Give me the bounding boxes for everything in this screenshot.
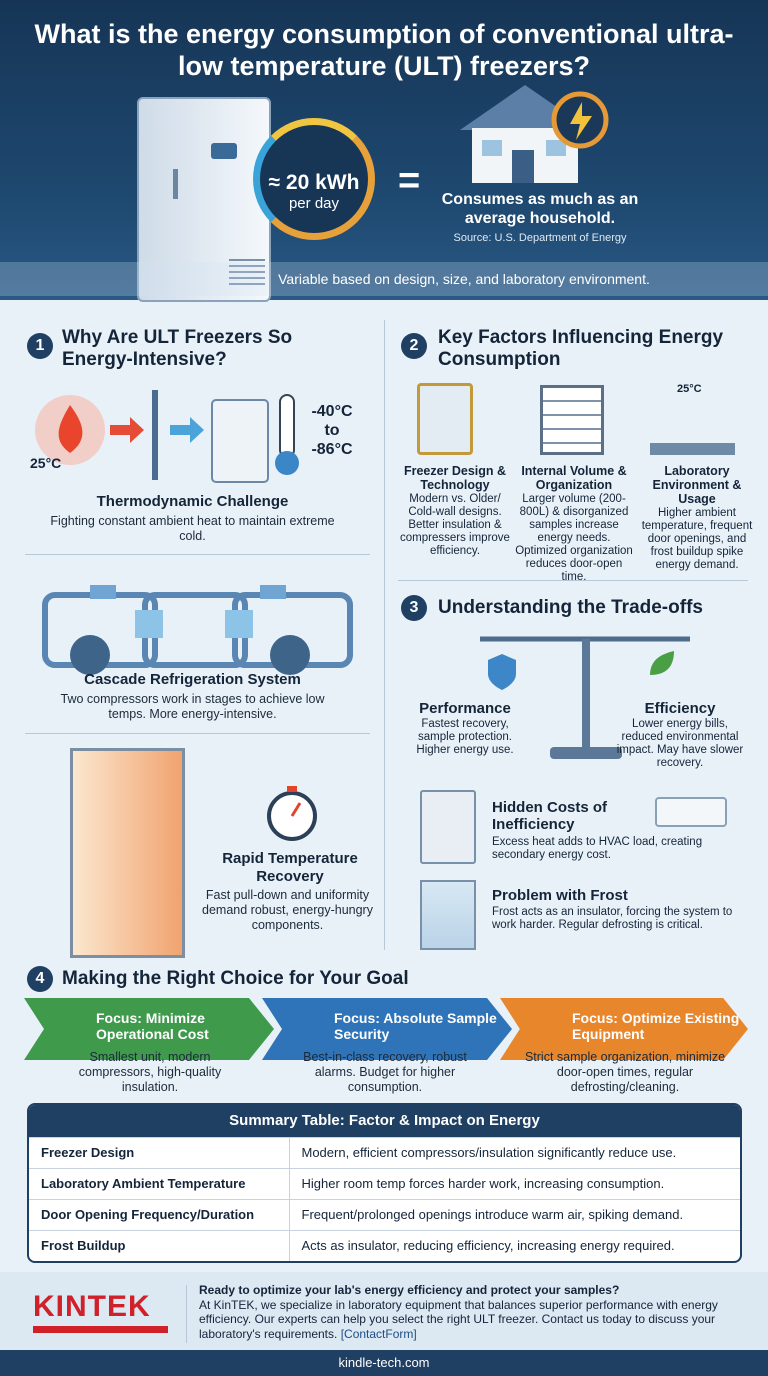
goal-text: Smallest unit, modern compressors, high-… [78,1050,222,1094]
section-number: 3 [401,595,427,621]
goal-text: Best-in-class recovery, robust alarms. B… [303,1050,467,1094]
factor-cell: Door Opening Frequency/Duration [29,1198,290,1230]
tradeoff-text: Fastest recovery, sample protection. Hig… [416,718,514,756]
temp-range-label: -40°C to -86°C [311,403,353,458]
section-number: 4 [27,966,53,992]
tradeoff-title: Performance [419,700,511,717]
goal-label: Focus: Absolute Sample Security [334,1010,497,1042]
stopwatch-icon [267,786,317,841]
gauge-unit: per day [288,194,340,212]
section-title: Why Are ULT Freezers So Energy-Intensive… [62,327,293,370]
balance-scale-icon [480,636,690,759]
factor-text: Higher ambient temperature, frequent doo… [641,507,753,571]
summary-table: Summary Table: Factor & Impact on Energy… [27,1103,742,1263]
lab-temp-label: 25°C [677,383,702,395]
storage-rack-icon [540,385,604,455]
section-title: Making the Right Choice for Your Goal [62,968,409,989]
block-text: Fighting constant ambient heat to mainta… [50,514,335,543]
energy-gauge: ≈ 20 kWh per day [253,118,375,240]
tradeoff-text: Lower energy bills, reduced environmenta… [616,718,744,769]
open-door-illustration [70,748,185,958]
tradeoff-title: Efficiency [644,700,716,717]
summary-title: Summary Table: Factor & Impact on Energy [29,1105,740,1137]
impact-cell: Modern, efficient compressors/insulation… [289,1136,740,1168]
lab-environment-icon [650,380,735,455]
goal-arrow-cost: Focus: Minimize Operational Cost [24,998,274,1060]
block-title: Cascade Refrigeration System [84,671,301,688]
house-icon [460,85,609,183]
kintek-logo: KINTEK [33,1290,151,1323]
section-number: 2 [401,333,427,359]
block-text: Fast pull-down and uniformity demand rob… [202,888,373,932]
section-title: Understanding the Trade-offs [438,597,703,618]
factor-text: Modern vs. Older/ Cold-wall designs. Bet… [400,493,510,557]
impact-cell: Higher room temp forces harder work, inc… [289,1167,740,1199]
thermodynamic-illustration [35,390,299,483]
variability-banner: Variable based on design, size, and labo… [0,262,768,296]
factor-cell: Frost Buildup [29,1229,290,1261]
section-number: 1 [27,333,53,359]
equals-sign: = [398,160,421,202]
impact-cell: Frequent/prolonged openings introduce wa… [289,1198,740,1230]
goal-arrow-security: Focus: Absolute Sample Security [262,998,512,1060]
gauge-value: ≈ 20 kWh [268,170,360,194]
factor-title: Laboratory Environment & Usage [652,464,742,506]
footer-url[interactable]: kindle-tech.com [0,1350,768,1376]
hot-freezer-icon [420,790,476,864]
factor-cell: Freezer Design [29,1136,290,1168]
cta-body: At KinTEK, we specialize in laboratory e… [199,1297,718,1341]
goal-arrow-optimize: Focus: Optimize Existing Equipment [500,998,748,1060]
contact-form-link[interactable]: [ContactForm] [340,1326,417,1341]
factor-title: Freezer Design & Technology [403,464,507,492]
hidden-costs-title: Hidden Costs of Inefficiency [492,799,607,833]
hidden-costs-text: Excess heat adds to HVAC load, creating … [492,836,703,861]
frost-freezer-icon [420,880,476,950]
cta-text: Ready to optimize your lab's energy effi… [199,1283,739,1341]
block-text: Two compressors work in stages to achiev… [60,692,325,721]
frost-title: Problem with Frost [492,887,628,904]
freezer-illustration [137,97,271,302]
goal-text: Strict sample organization, minimize doo… [524,1050,726,1094]
impact-cell: Acts as insulator, reducing efficiency, … [289,1229,740,1261]
cta-headline: Ready to optimize your lab's energy effi… [199,1283,620,1297]
cascade-refrigeration-diagram [42,585,353,675]
header [0,0,768,300]
household-comparison: Consumes as much as an average household… [441,191,639,227]
page-title: What is the energy consumption of conven… [34,19,734,81]
frost-text: Frost acts as an insulator, forcing the … [492,906,733,931]
factor-cell: Laboratory Ambient Temperature [29,1167,290,1199]
factor-text: Larger volume (200-800L) & disorganized … [515,493,633,583]
goal-label: Focus: Optimize Existing Equipment [572,1010,740,1042]
ambient-temp-label: 25°C [30,455,62,471]
source-note: Source: U.S. Department of Energy [453,232,627,244]
section-title: Key Factors Influencing Energy Consumpti… [438,327,724,370]
air-conditioner-icon [655,797,727,827]
factor-title: Internal Volume & Organization [521,464,627,492]
goal-label: Focus: Minimize Operational Cost [96,1010,209,1042]
freezer-design-icon [417,383,473,455]
block-title: Rapid Temperature Recovery [222,850,358,885]
block-title: Thermodynamic Challenge [96,493,289,510]
